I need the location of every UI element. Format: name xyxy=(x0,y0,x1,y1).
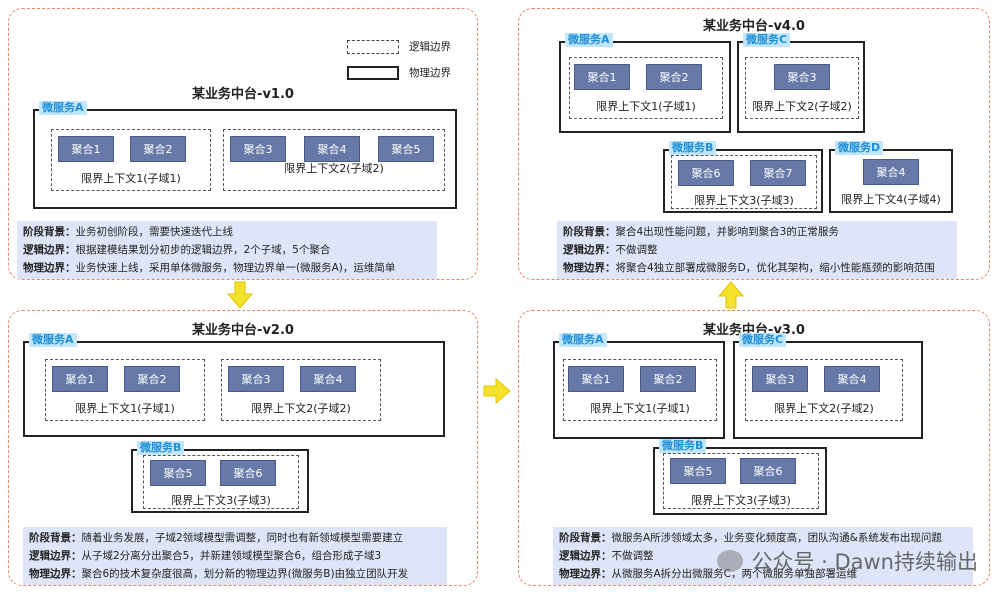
aggregate: 聚合3 xyxy=(230,136,286,162)
context-label: 限界上下文1(子域1) xyxy=(590,402,690,415)
microservice-a: 微服务A 聚合1 聚合2 限界上下文1(子域1) 聚合3 聚合4 聚合5 限界上… xyxy=(33,101,457,209)
aggregate: 聚合2 xyxy=(124,366,180,392)
aggregate: 聚合6 xyxy=(740,458,796,484)
aggregate: 聚合2 xyxy=(130,136,186,162)
aggregate: 聚合3 xyxy=(752,366,808,392)
context-label: 限界上下文1(子域1) xyxy=(81,172,181,185)
bounded-context-3: 聚合6 聚合7 限界上下文3(子域3) xyxy=(671,155,817,209)
aggregate: 聚合5 xyxy=(378,136,434,162)
aggregate: 聚合3 xyxy=(228,366,284,392)
panel-v4: 某业务中台-v4.0 微服务A 聚合1 聚合2 限界上下文1(子域1) 微服务C… xyxy=(518,8,990,280)
microservice-label: 微服务A xyxy=(565,33,613,47)
microservice-label: 微服务A xyxy=(29,333,77,347)
aggregate: 聚合2 xyxy=(640,366,696,392)
bounded-context-1: 聚合1 聚合2 限界上下文1(子域1) xyxy=(563,359,717,421)
microservice-b: 微服务B 聚合5 聚合6 限界上下文3(子域3) xyxy=(653,439,827,515)
microservice-b: 微服务B 聚合6 聚合7 限界上下文3(子域3) xyxy=(663,141,823,213)
microservice-a: 微服务A 聚合1 聚合2 限界上下文1(子域1) 聚合3 聚合4 限界上下文2(… xyxy=(23,333,445,437)
context-label: 限界上下文4(子域4) xyxy=(841,193,941,206)
legend-physical: 物理边界 xyxy=(347,65,497,80)
aggregate: 聚合2 xyxy=(646,64,702,90)
aggregate: 聚合5 xyxy=(670,458,726,484)
context-label: 限界上下文2(子域2) xyxy=(251,402,351,415)
bounded-context-2: 聚合3 限界上下文2(子域2) xyxy=(745,57,859,119)
aggregate: 聚合4 xyxy=(304,136,360,162)
bounded-context-3: 聚合5 聚合6 限界上下文3(子域3) xyxy=(143,455,299,509)
aggregate: 聚合5 xyxy=(150,460,206,486)
context-label: 限界上下文2(子域2) xyxy=(284,162,384,175)
bounded-context-1: 聚合1 聚合2 限界上下文1(子域1) xyxy=(51,129,211,191)
wechat-icon xyxy=(717,550,744,572)
bounded-context-1: 聚合1 聚合2 限界上下文1(子域1) xyxy=(45,359,205,421)
aggregate: 聚合3 xyxy=(774,64,830,90)
stage-info: 阶段背景：业务初创阶段，需要快速迭代上线 逻辑边界：根据建模结果划分初步的逻辑边… xyxy=(17,221,437,279)
aggregate: 聚合6 xyxy=(678,160,734,186)
arrow-down-icon xyxy=(227,281,253,309)
aggregate: 聚合1 xyxy=(52,366,108,392)
microservice-label: 微服务B xyxy=(137,441,185,455)
microservice-label: 微服务C xyxy=(743,33,791,47)
aggregate: 聚合1 xyxy=(58,136,114,162)
bounded-context-3: 聚合5 聚合6 限界上下文3(子域3) xyxy=(663,453,819,509)
aggregate: 聚合4 xyxy=(824,366,880,392)
legend-dashed-swatch xyxy=(347,39,399,54)
microservice-c: 微服务C 聚合3 限界上下文2(子域2) xyxy=(737,33,865,133)
aggregate: 聚合7 xyxy=(750,160,806,186)
microservice-label: 微服务A xyxy=(559,333,607,347)
bounded-context-2: 聚合3 聚合4 限界上下文2(子域2) xyxy=(221,359,381,421)
stage-info: 阶段背景：随着业务发展，子域2领域模型需调整，同时也有新领域模型需要建立 逻辑边… xyxy=(23,527,447,585)
watermark: 公众号 · Dawn持续输出 xyxy=(717,546,978,576)
legend-logical: 逻辑边界 xyxy=(347,39,497,54)
aggregate: 聚合4 xyxy=(863,159,919,185)
microservice-label: 微服务B xyxy=(669,141,717,155)
legend-solid-swatch xyxy=(347,65,399,80)
bounded-context-1: 聚合1 聚合2 限界上下文1(子域1) xyxy=(569,57,723,119)
context-label: 限界上下文3(子域3) xyxy=(171,494,271,507)
microservice-b: 微服务B 聚合5 聚合6 限界上下文3(子域3) xyxy=(131,441,309,513)
bounded-context-2: 聚合3 聚合4 聚合5 限界上下文2(子域2) xyxy=(223,129,445,191)
panel-title: 某业务中台-v1.0 xyxy=(192,87,294,102)
context-label: 限界上下文2(子域2) xyxy=(752,100,852,113)
context-label: 限界上下文1(子域1) xyxy=(75,402,175,415)
context-label: 限界上下文1(子域1) xyxy=(596,100,696,113)
microservice-a: 微服务A 聚合1 聚合2 限界上下文1(子域1) xyxy=(553,333,725,439)
microservice-label: 微服务B xyxy=(659,439,707,453)
aggregate: 聚合1 xyxy=(568,366,624,392)
stage-info: 阶段背景：微服务A所涉领域太多，业务变化频度高，团队沟通&系统发布出现问题 逻辑… xyxy=(553,527,973,585)
aggregate: 聚合6 xyxy=(220,460,276,486)
panel-v2: 某业务中台-v2.0 微服务A 聚合1 聚合2 限界上下文1(子域1) 聚合3 … xyxy=(8,310,478,586)
panel-v1: 某业务中台-v1.0 逻辑边界 物理边界 微服务A 聚合1 聚合2 限界上下文1… xyxy=(8,8,478,280)
microservice-d: 微服务D 聚合4 限界上下文4(子域4) xyxy=(829,141,953,213)
microservice-label: 微服务C xyxy=(739,333,787,347)
context-label: 限界上下文2(子域2) xyxy=(774,402,874,415)
aggregate: 聚合1 xyxy=(574,64,630,90)
microservice-label: 微服务D xyxy=(835,141,884,155)
panel-v3: 某业务中台-v3.0 微服务A 聚合1 聚合2 限界上下文1(子域1) 微服务C… xyxy=(518,310,990,586)
microservice-label: 微服务A xyxy=(39,101,87,115)
panel-title: 某业务中台-v2.0 xyxy=(192,323,294,338)
microservice-a: 微服务A 聚合1 聚合2 限界上下文1(子域1) xyxy=(559,33,731,133)
context-label: 限界上下文3(子域3) xyxy=(691,494,791,507)
aggregate: 聚合4 xyxy=(300,366,356,392)
context-label: 限界上下文3(子域3) xyxy=(694,194,794,207)
stage-info: 阶段背景：聚合4出现性能问题，并影响到聚合3的正常服务 逻辑边界：不做调整 物理… xyxy=(557,221,957,279)
arrow-right-icon xyxy=(483,378,511,404)
bounded-context-2: 聚合3 聚合4 限界上下文2(子域2) xyxy=(745,359,903,421)
microservice-c: 微服务C 聚合3 聚合4 限界上下文2(子域2) xyxy=(733,333,923,439)
panel-title: 某业务中台-v4.0 xyxy=(703,19,805,34)
arrow-up-icon xyxy=(718,281,744,309)
